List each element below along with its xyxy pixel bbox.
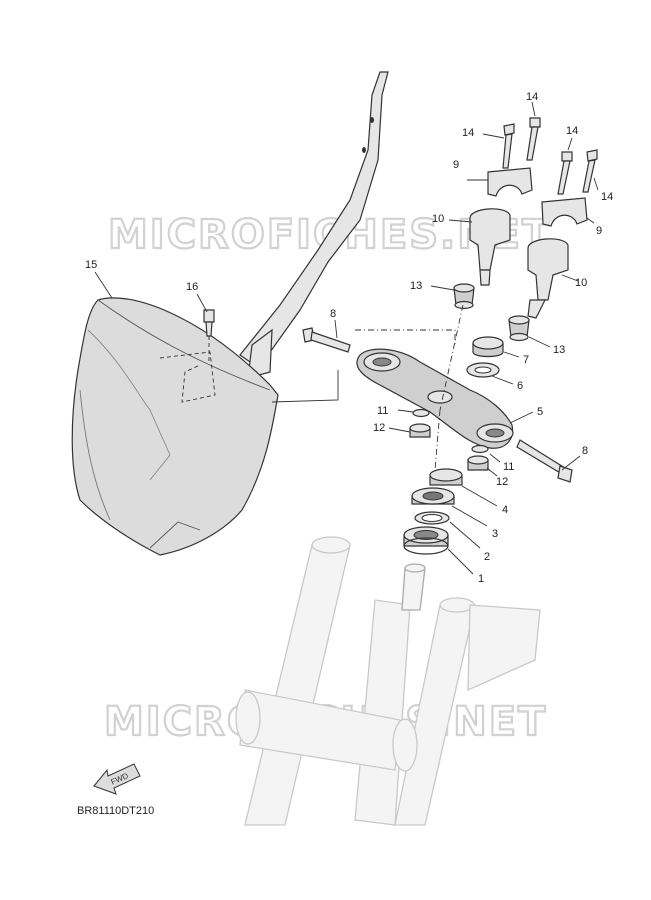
diagram-code: BR81110DT210	[77, 805, 154, 817]
callout-8-right: 8	[582, 445, 588, 457]
bushing-right	[508, 315, 530, 342]
callout-12-left: 12	[373, 422, 385, 434]
callout-14-c: 14	[566, 125, 578, 137]
holder-upper-left	[487, 167, 533, 197]
callout-1: 1	[478, 573, 484, 585]
ring-washer	[414, 511, 450, 525]
callout-11-left: 11	[377, 405, 388, 417]
callout-9-right: 9	[596, 225, 602, 237]
steering-stem	[401, 563, 426, 611]
collar-7	[472, 336, 504, 358]
holder-upper-right	[541, 197, 588, 227]
callout-8-left: 8	[330, 308, 336, 320]
upper-triple-clamp	[356, 348, 514, 449]
callout-15: 15	[85, 259, 97, 271]
bearing	[403, 526, 449, 555]
holder-bolts	[502, 117, 598, 195]
steering-nut	[429, 468, 463, 486]
bolt-right	[516, 439, 573, 483]
callout-4: 4	[502, 504, 508, 516]
callout-6: 6	[517, 380, 523, 392]
callout-5: 5	[537, 406, 543, 418]
bushing-left	[453, 283, 475, 310]
callout-13-right: 13	[553, 344, 565, 356]
washer-6	[466, 362, 500, 378]
frame-ghost	[235, 536, 541, 826]
callout-13-left: 13	[410, 280, 422, 292]
holder-lower-right	[527, 238, 569, 319]
callout-labels: 1 2 3 4 5 6 7 8 8 9 9 10 10 11 11 12 12 …	[85, 91, 613, 585]
callout-14-a: 14	[462, 127, 474, 139]
callout-2: 2	[484, 551, 490, 563]
washer-nut-right	[467, 444, 489, 471]
leader-lines	[94, 101, 599, 575]
plate-bracket	[239, 71, 389, 379]
callout-11-right: 11	[503, 461, 514, 473]
number-plate	[71, 297, 279, 556]
fwd-arrow: FWD	[93, 763, 141, 795]
callout-14-d: 14	[601, 191, 613, 203]
lock-washer	[411, 487, 455, 505]
washer-nut-left	[409, 408, 431, 438]
callout-7: 7	[523, 354, 529, 366]
plate-bolt	[203, 309, 215, 362]
holder-lower-left	[469, 208, 511, 286]
callout-10-right: 10	[575, 277, 587, 289]
callout-10-left: 10	[432, 213, 444, 225]
bolt-left	[302, 327, 351, 353]
callout-16: 16	[186, 281, 198, 293]
callout-14-b: 14	[526, 91, 538, 103]
callout-12-right: 12	[496, 476, 508, 488]
callout-3: 3	[492, 528, 498, 540]
callout-9-left: 9	[453, 159, 459, 171]
